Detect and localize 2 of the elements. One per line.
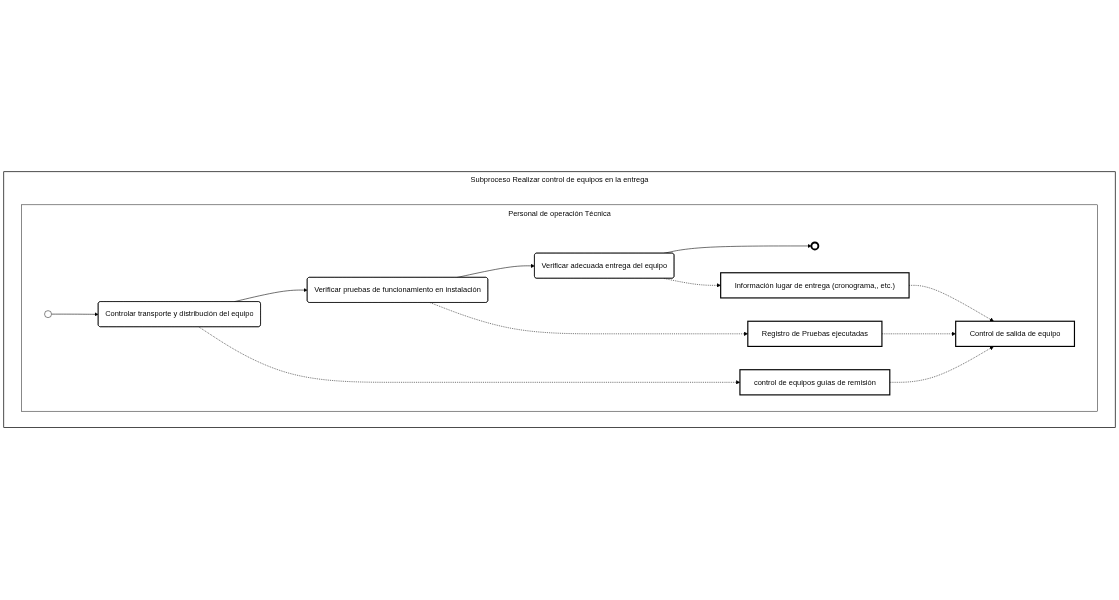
node-circle bbox=[44, 310, 52, 319]
node-circle bbox=[810, 241, 820, 251]
